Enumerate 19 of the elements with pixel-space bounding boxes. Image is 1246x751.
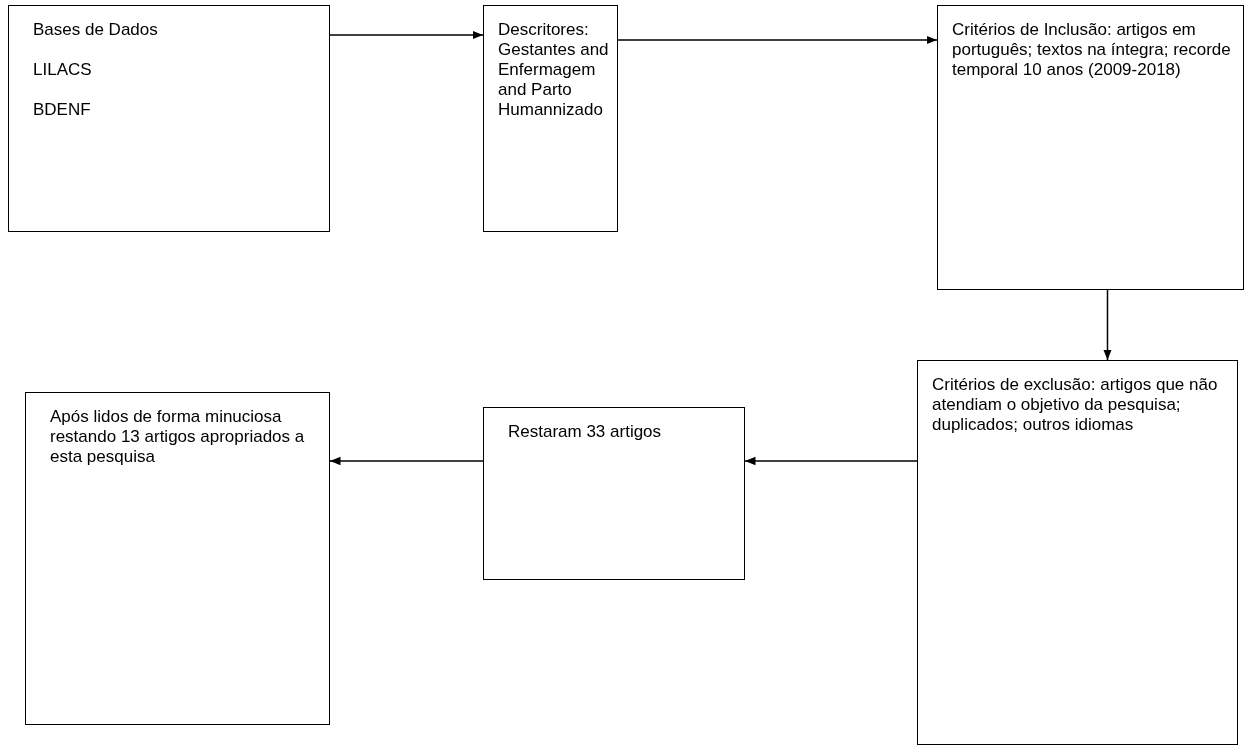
box-text: Descritores: Gestantes and Enfermagem and Parto Humannizado	[498, 20, 609, 120]
arrow	[329, 30, 484, 40]
box-text: Critérios de Inclusão: artigos em português; textos na íntegra; recorde temporal 10 anos (2009-2018)	[952, 20, 1232, 80]
box-text: Bases de Dados	[33, 20, 159, 40]
process-box	[25, 392, 330, 725]
process-box	[483, 5, 618, 232]
process-box	[937, 5, 1244, 290]
arrow	[617, 35, 938, 45]
arrow	[1103, 289, 1112, 361]
box-text: LILACS	[33, 60, 93, 80]
process-box	[917, 360, 1238, 745]
process-box	[483, 407, 745, 580]
arrow	[744, 456, 918, 466]
box-text: Critérios de exclusão: artigos que não atendiam o objetivo da pesquisa; duplicados; outros idiomas	[932, 375, 1219, 435]
box-text: Após lidos de forma minuciosa restando 13 artigos apropriados a esta pesquisa	[50, 407, 306, 467]
arrow	[329, 456, 484, 466]
process-box	[8, 5, 330, 232]
box-text: Restaram 33 artigos	[508, 422, 663, 442]
box-text: BDENF	[33, 100, 92, 120]
